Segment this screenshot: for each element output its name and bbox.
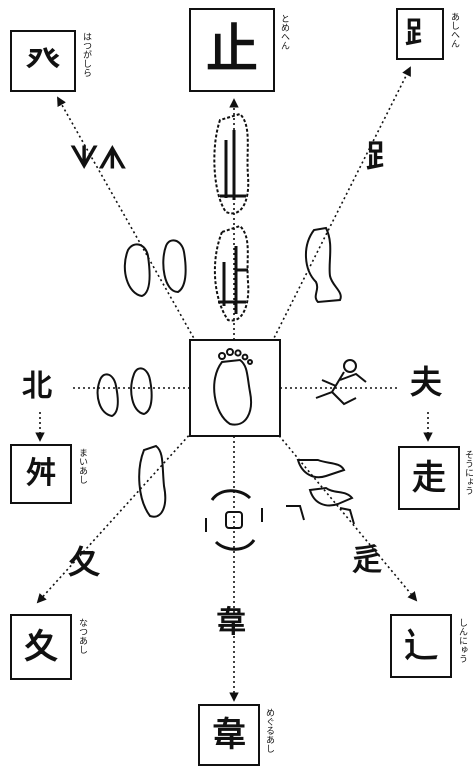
ancient-glyph-sou: 夫 bbox=[410, 366, 442, 398]
reading-tomehen: とめへん bbox=[278, 14, 291, 50]
radical-char-hatsugashira: 癶 bbox=[26, 44, 60, 78]
ancient-glyph-ashi: ⻊ bbox=[366, 140, 398, 172]
ancient-glyph-hatsu: ᗐᗑ bbox=[70, 144, 126, 174]
reading-maiashi: まいあし bbox=[76, 448, 89, 484]
ancient-glyph-mai: 北 bbox=[22, 372, 52, 402]
reading-hatsugashira: はつがしら bbox=[80, 32, 93, 77]
radical-box-hatsugashira: 癶 bbox=[10, 30, 76, 92]
radical-char-meguruashi: 韋 bbox=[212, 718, 246, 752]
ancient-glyph-shin: 辵 bbox=[352, 546, 382, 576]
reading-natsuashi: なつあし bbox=[76, 618, 89, 654]
foot-with-glyph-top bbox=[214, 114, 248, 213]
circular-feet-icon bbox=[206, 491, 262, 550]
radical-box-natsuashi: 夊 bbox=[10, 614, 72, 680]
radical-box-meguruashi: 韋 bbox=[198, 704, 260, 766]
two-feet-icon bbox=[125, 240, 186, 296]
radical-char-maiashi: 舛 bbox=[26, 459, 56, 489]
connector-upleft bbox=[58, 98, 196, 342]
radical-char-tomehen: 止 bbox=[206, 24, 258, 76]
foot-with-glyph-mid bbox=[215, 226, 248, 321]
radical-box-ashihen: ⻊ bbox=[396, 8, 444, 60]
radical-char-ashihen: ⻊ bbox=[405, 19, 435, 49]
radical-box-maiashi: 舛 bbox=[10, 444, 72, 504]
reading-shinnyou: しんにゅう bbox=[456, 618, 469, 663]
running-man-icon bbox=[316, 360, 366, 404]
radical-box-shinnyou: 辶 bbox=[390, 614, 452, 678]
ancient-glyph-natsu: 夂 bbox=[68, 546, 100, 578]
radical-char-shinnyou: 辶 bbox=[404, 629, 438, 663]
reading-soniyou: そうにょう bbox=[462, 450, 473, 495]
radical-char-natsuashi: 夊 bbox=[24, 630, 58, 664]
ancient-glyph-meguru: 韋 bbox=[216, 608, 246, 638]
reading-ashihen: あしへん bbox=[448, 12, 461, 48]
foot-lower-left-icon bbox=[139, 446, 165, 517]
radical-box-soniyou: 走 bbox=[398, 446, 460, 510]
connector-upright bbox=[272, 68, 410, 342]
two-feet-left-icon bbox=[98, 368, 152, 416]
reading-meguruashi: めぐるあし bbox=[263, 708, 276, 753]
connector-downright bbox=[276, 432, 416, 600]
radical-box-tomehen: 止 bbox=[189, 8, 275, 92]
radical-char-soniyou: 走 bbox=[412, 461, 446, 495]
